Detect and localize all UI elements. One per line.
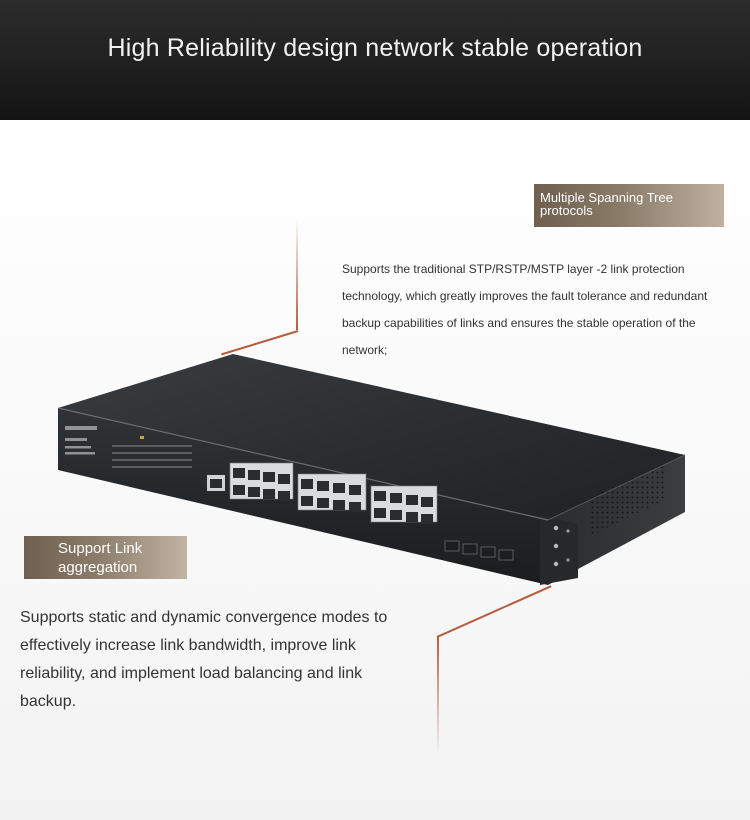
link-aggregation-feature-description: Supports static and dynamic convergence … [20,609,388,710]
rack-ear [540,515,578,585]
sfp-ports [444,540,514,561]
front-panel-labels [65,426,97,455]
link-aggregation-feature-tag: Support Link aggregation [24,536,187,579]
header-banner: High Reliability design network stable o… [0,0,750,120]
status-leds [112,445,192,468]
page-title: High Reliability design network stable o… [107,34,643,62]
stp-callout-line-vertical [296,218,298,330]
lag-callout-line-vertical [437,636,439,754]
switch-top-surface [58,354,685,520]
stp-feature-tag: Multiple Spanning Tree protocols [534,184,724,227]
stp-feature-description: Supports the traditional STP/RSTP/MSTP l… [342,262,708,357]
